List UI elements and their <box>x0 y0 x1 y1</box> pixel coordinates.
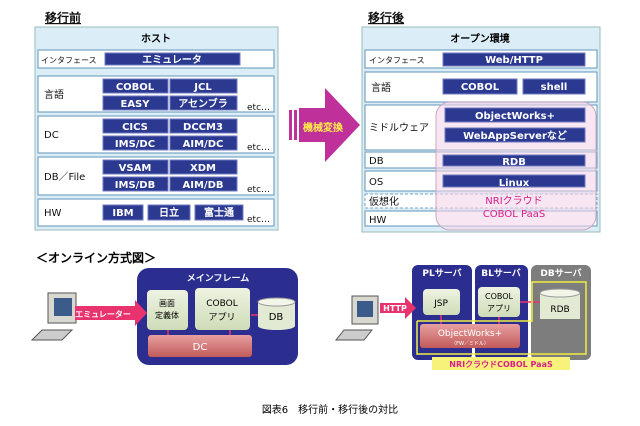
paas-label: NRIクラウドCOBOL PaaS <box>449 359 553 369</box>
paas-outline <box>416 281 587 355</box>
before-panel: 移行前 ホスト インタフェース エミュレータ 言語 COBOL JCL EASY… <box>34 10 279 231</box>
item: Linux <box>499 178 530 189</box>
emulator-label: エミュレーター <box>75 309 131 319</box>
ow-sub-label: （FW／ミドル） <box>451 341 489 347</box>
item: VSAM <box>119 163 152 174</box>
row-label: DC <box>44 130 59 141</box>
item: エミュレータ <box>142 54 202 66</box>
row-label: 仮想化 <box>369 195 399 208</box>
conversion-arrow: 機械変換 <box>289 88 360 162</box>
row-label: インタフェース <box>41 56 97 65</box>
row-label: HW <box>369 215 387 226</box>
mainframe-label: メインフレーム <box>187 273 249 284</box>
computer-icon <box>30 292 77 341</box>
app-label: COBOL <box>206 299 237 309</box>
row-label: インタフェース <box>369 56 425 65</box>
item: WebAppServerなど <box>463 129 567 142</box>
item: CICS <box>122 122 148 133</box>
emulator-arrow <box>75 300 147 326</box>
screen-def-label: 定義体 <box>155 310 179 320</box>
row-label: 言語 <box>44 88 64 101</box>
app-label: COBOL <box>485 292 514 301</box>
ow-label: ObjectWorks+ <box>438 329 502 339</box>
item: IBM <box>112 208 133 219</box>
item: AIM/DB <box>183 180 224 191</box>
item: COBOL <box>116 82 155 93</box>
etc: etc… <box>247 185 270 195</box>
item: ObjectWorks+ <box>475 111 555 122</box>
rdb-cylinder-icon <box>539 288 581 319</box>
rdb-label: RDB <box>550 305 569 315</box>
after-title: 移行後 <box>368 10 405 25</box>
before-title: 移行前 <box>45 10 81 25</box>
http-label: HTTP <box>383 304 407 313</box>
row-label: 言語 <box>371 81 391 94</box>
computer-icon <box>334 295 379 341</box>
figure-caption: 図表6 移行前・移行後の対比 <box>262 403 398 416</box>
online-title: ＜オンライン方式図＞ <box>36 250 156 265</box>
etc: etc… <box>247 143 270 153</box>
item: 富士通 <box>204 206 234 219</box>
host-label: ホスト <box>141 33 171 45</box>
item: AIM/DC <box>183 139 224 150</box>
etc: etc… <box>247 215 270 225</box>
item: COBOL <box>461 82 500 93</box>
pl-label: PLサーバ <box>422 268 461 279</box>
cloud-label: COBOL PaaS <box>483 209 545 220</box>
after-panel: 移行後 オープン環境 インタフェース Web/HTTP 言語 COBOL she… <box>361 10 601 233</box>
etc: etc… <box>247 103 270 113</box>
item: JCL <box>193 82 212 93</box>
app-label: アプリ <box>487 304 511 313</box>
jsp-label: JSP <box>433 299 448 309</box>
bl-label: BLサーバ <box>481 268 521 279</box>
item: アセンブラ <box>178 97 228 110</box>
screen-def-label: 画面 <box>159 299 175 308</box>
item: DCCM3 <box>183 122 223 133</box>
db-label: DB <box>269 312 284 323</box>
row-label: DB <box>369 156 384 167</box>
dbs-label: DBサーバ <box>540 268 581 279</box>
item: shell <box>541 82 568 93</box>
item: EASY <box>120 99 150 110</box>
item: IMS/DC <box>115 139 155 150</box>
row-label: DB／File <box>44 171 85 183</box>
http-arrow <box>380 297 416 319</box>
app-label: アプリ <box>208 312 235 323</box>
row-label: ミドルウェア <box>369 122 429 134</box>
paas-badge <box>432 357 570 370</box>
env-label: オープン環境 <box>450 32 509 45</box>
row-label: OS <box>369 177 383 188</box>
item: 日立 <box>159 206 179 219</box>
row-label: HW <box>44 208 62 219</box>
item: RDB <box>502 157 526 168</box>
item: Web/HTTP <box>485 55 543 66</box>
item: IMS/DB <box>115 180 155 191</box>
cloud-label: NRIクラウド <box>485 195 542 207</box>
item: XDM <box>190 163 216 174</box>
db-cylinder-icon <box>257 297 296 330</box>
arrow-label: 機械変換 <box>303 121 344 134</box>
dc-label: DC <box>193 342 208 353</box>
